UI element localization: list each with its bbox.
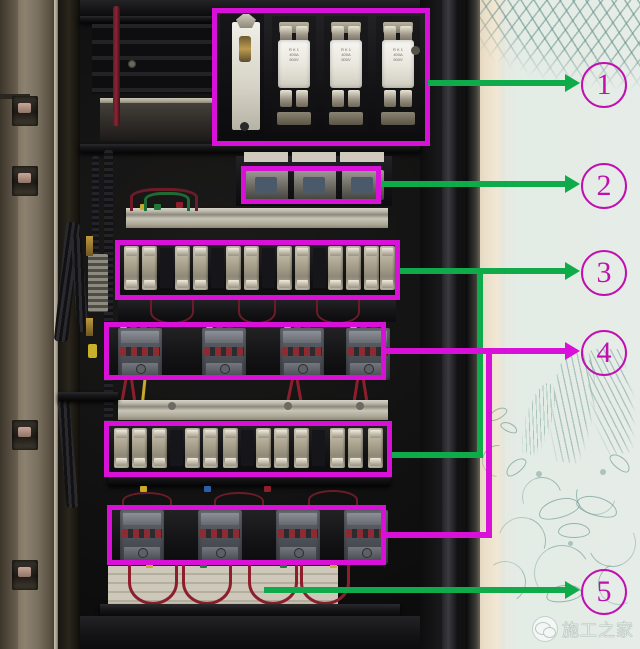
callout-4-number: 4	[581, 330, 627, 376]
callout-4-arrowhead	[565, 342, 580, 360]
wall-floral-pattern	[480, 349, 640, 649]
highlight-box-fuse-switch-block	[212, 8, 430, 146]
door-hinge	[12, 420, 38, 450]
callout-1-number: 1	[581, 62, 627, 108]
callout-5-arrowhead	[565, 581, 580, 599]
door-hinge	[12, 166, 38, 196]
callout-3-arrowhead	[565, 262, 580, 280]
callout-4-leader-line-lower	[386, 532, 492, 538]
contactor[interactable]	[202, 328, 246, 380]
highlight-box-upper-terminal-row	[115, 240, 400, 300]
highlight-box-upper-contactor-row	[104, 322, 386, 380]
contactor[interactable]	[120, 510, 164, 564]
callout-2-arrowhead	[565, 175, 580, 193]
callout-3-leader-line-lower	[392, 452, 483, 458]
callout-2-leader-line	[381, 181, 568, 187]
callout-3-leader-line-upper	[400, 268, 568, 274]
terminal-strip-side	[88, 254, 108, 312]
highlight-box-lower-terminal-row	[104, 421, 392, 477]
door-hinge	[12, 560, 38, 590]
callout-3-trunk-vertical	[477, 268, 483, 458]
callout-1-leader-line	[428, 80, 568, 86]
door-hinge	[12, 96, 38, 126]
callout-4-leader-line-upper	[386, 348, 568, 354]
current-transformer[interactable]	[246, 170, 288, 200]
callout-4-trunk-vertical	[486, 348, 492, 538]
contactor[interactable]	[280, 328, 324, 380]
watermark-text: 施工之家	[562, 621, 634, 642]
highlight-box-lower-contactor-row	[107, 505, 386, 565]
contactor[interactable]	[118, 328, 162, 380]
contactor[interactable]	[344, 510, 388, 564]
callout-3-number: 3	[581, 250, 627, 296]
callout-5-number: 5	[581, 569, 627, 615]
highlight-box-ct-metering-block	[241, 166, 381, 204]
watermark: 施工之家	[533, 616, 634, 641]
contactor[interactable]	[276, 510, 320, 564]
fuse-lever-handle[interactable]	[236, 14, 256, 28]
callout-2-number: 2	[581, 163, 627, 209]
callout-5-leader-line	[264, 587, 568, 593]
callout-1-arrowhead	[565, 74, 580, 92]
contactor[interactable]	[198, 510, 242, 564]
wechat-logo-icon	[533, 616, 557, 641]
current-transformer[interactable]	[294, 170, 336, 200]
